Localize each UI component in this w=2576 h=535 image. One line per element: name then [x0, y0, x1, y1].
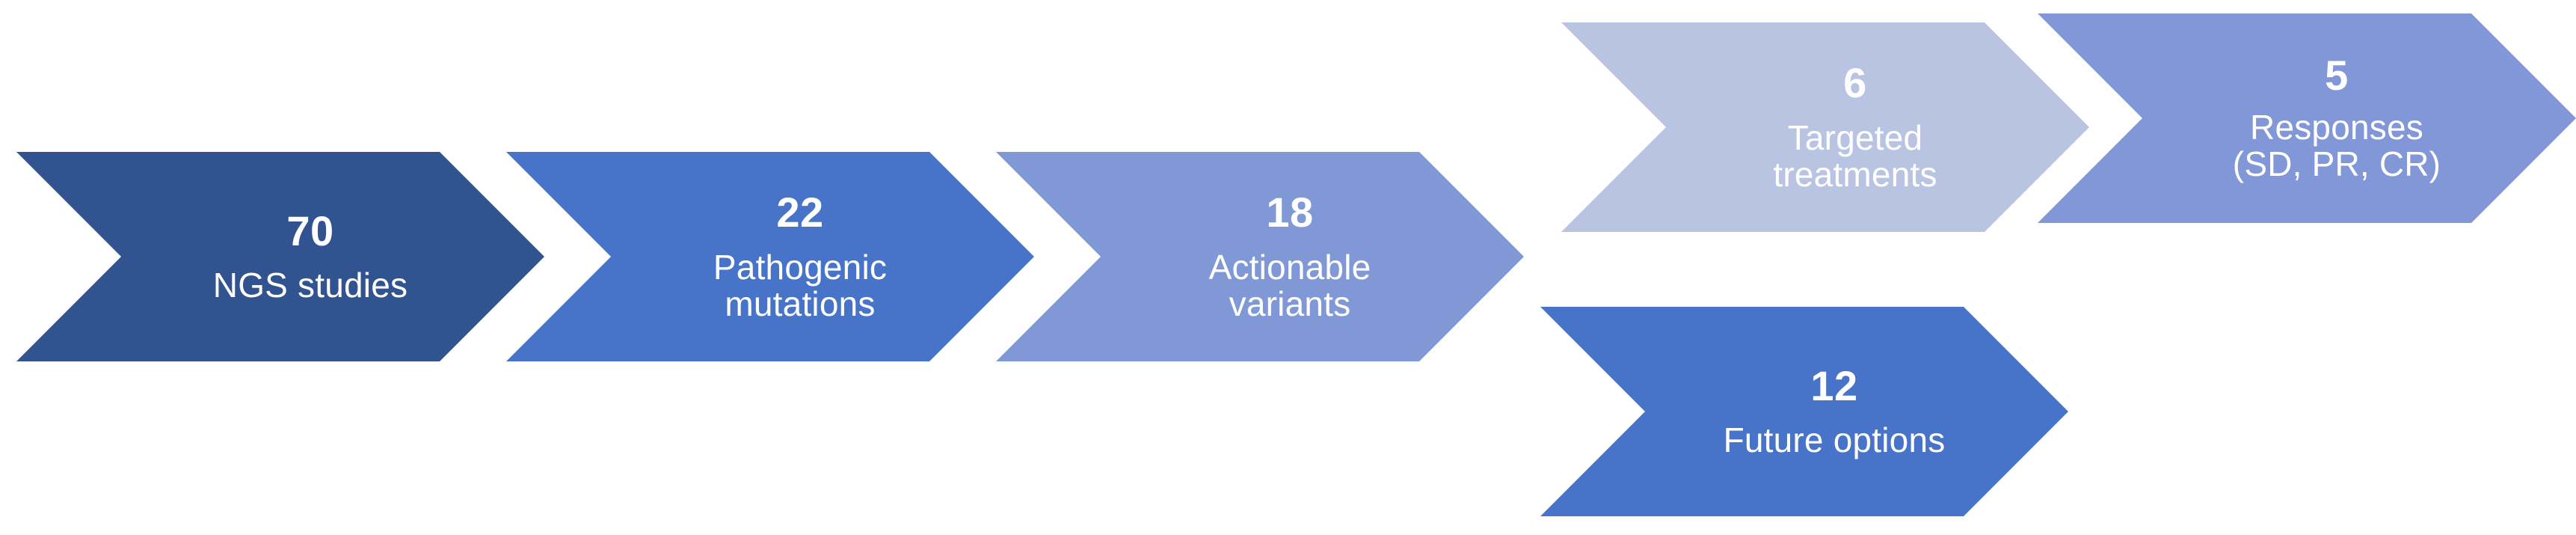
- chevron-step-responses[interactable]: 5 Responses (SD, PR, CR): [2038, 13, 2576, 223]
- chevron-value: 22: [776, 189, 824, 236]
- chevron-value: 12: [1810, 361, 1858, 409]
- chevron-label: Actionable variants: [1208, 247, 1371, 324]
- chevron-label: Pathogenic mutations: [713, 247, 888, 324]
- chevron-content: 12 Future options: [1540, 364, 2068, 459]
- chevron-content: 6 Targeted treatments: [1561, 61, 2089, 194]
- chevron-value: 18: [1266, 189, 1314, 236]
- chevron-step-actionable-variants[interactable]: 18 Actionable variants: [996, 152, 1524, 361]
- chevron-label: Targeted treatments: [1773, 117, 1937, 195]
- chevron-content: 18 Actionable variants: [996, 190, 1524, 323]
- chevron-step-ngs-studies[interactable]: 70 NGS studies: [16, 152, 544, 361]
- chevron-content: 5 Responses (SD, PR, CR): [2038, 53, 2576, 183]
- chevron-step-pathogenic-mutations[interactable]: 22 Pathogenic mutations: [506, 152, 1034, 361]
- chevron-label: Future options: [1723, 421, 1946, 460]
- chevron-content: 22 Pathogenic mutations: [506, 190, 1034, 323]
- chevron-label: Responses (SD, PR, CR): [2232, 107, 2441, 184]
- chevron-step-targeted-treatments[interactable]: 6 Targeted treatments: [1561, 22, 2089, 232]
- chevron-value: 5: [2325, 52, 2349, 100]
- chevron-label: NGS studies: [212, 266, 408, 305]
- chevron-value: 6: [1843, 59, 1867, 107]
- chevron-step-future-options[interactable]: 12 Future options: [1540, 307, 2068, 516]
- chevron-value: 70: [286, 207, 334, 254]
- chevron-content: 70 NGS studies: [16, 209, 544, 305]
